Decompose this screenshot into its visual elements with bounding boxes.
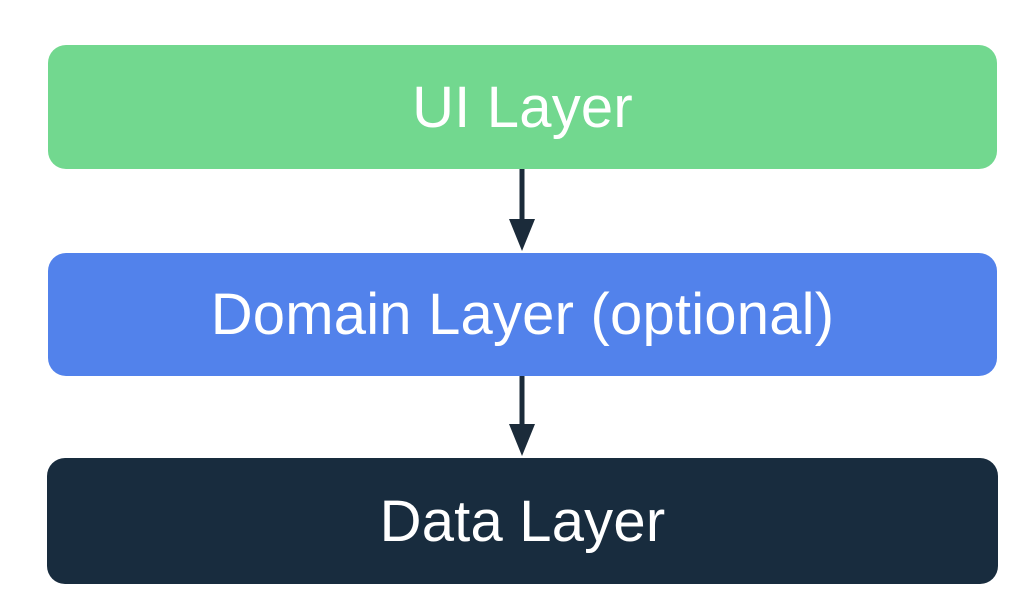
data-layer-box: Data Layer <box>47 458 998 584</box>
domain-layer-label: Domain Layer (optional) <box>210 282 835 347</box>
arrow-domain-to-data <box>509 376 535 456</box>
ui-layer-label: UI Layer <box>412 74 633 140</box>
arrow-ui-to-domain <box>509 169 535 251</box>
ui-layer-box: UI Layer <box>48 45 997 169</box>
domain-layer-box: Domain Layer (optional) <box>48 253 997 376</box>
data-layer-label: Data Layer <box>379 488 666 554</box>
